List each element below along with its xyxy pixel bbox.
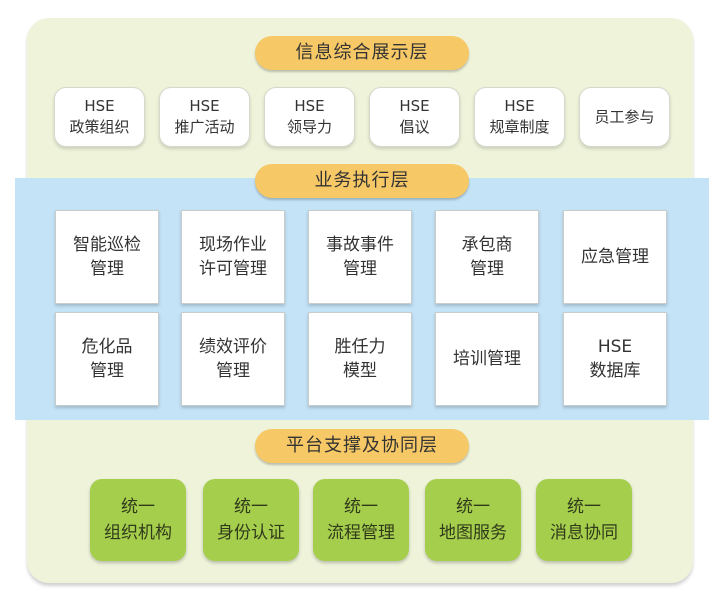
- info-box-line1: HSE: [399, 97, 430, 115]
- platform-box-line2: 流程管理: [327, 523, 395, 543]
- platform-box-line1: 统一: [344, 497, 378, 517]
- biz-box-line1: 绩效评价: [199, 337, 267, 357]
- platform-box-line2: 地图服务: [439, 523, 507, 543]
- info-box-line2: 政策组织: [69, 118, 130, 136]
- biz-box-line2: 数据库: [589, 361, 641, 381]
- info-box-employee-participation: 员工参与: [579, 87, 670, 147]
- biz-box-line1: HSE: [597, 337, 633, 357]
- info-box-line2: 规章制度: [489, 118, 550, 136]
- biz-box-line1: 智能巡检: [73, 235, 141, 255]
- biz-box-contractor: 承包商 管理: [435, 210, 539, 304]
- biz-box-line2: 管理: [216, 361, 250, 381]
- biz-box-line1: 培训管理: [453, 349, 521, 369]
- info-box-line2: 领导力: [286, 118, 332, 136]
- info-box-line2: 推广活动: [174, 118, 235, 136]
- info-box-line1: HSE: [294, 97, 325, 115]
- info-box-promotion: HSE 推广活动: [159, 87, 250, 147]
- platform-box-messaging: 统一 消息协同: [536, 479, 632, 561]
- biz-box-line1: 危化品: [81, 337, 133, 357]
- platform-box-line2: 消息协同: [550, 523, 618, 543]
- info-box-regulations: HSE 规章制度: [474, 87, 565, 147]
- platform-box-line1: 统一: [121, 497, 155, 517]
- biz-box-line2: 管理: [470, 259, 504, 279]
- platform-box-line1: 统一: [234, 497, 268, 517]
- biz-box-line1: 现场作业: [199, 235, 267, 255]
- biz-box-line1: 事故事件: [326, 235, 394, 255]
- biz-box-line2: 管理: [90, 259, 124, 279]
- platform-box-line2: 组织机构: [104, 523, 172, 543]
- platform-box-line1: 统一: [567, 497, 601, 517]
- biz-box-competency: 胜任力 模型: [308, 312, 412, 406]
- biz-box-line2: 模型: [343, 361, 377, 381]
- biz-box-emergency: 应急管理: [563, 210, 667, 304]
- biz-box-incident: 事故事件 管理: [308, 210, 412, 304]
- biz-box-hse-database: HSE 数据库: [563, 312, 667, 406]
- info-layer-title: 信息综合展示层: [255, 36, 469, 70]
- biz-box-performance: 绩效评价 管理: [181, 312, 285, 406]
- biz-box-work-permit: 现场作业 许可管理: [181, 210, 285, 304]
- info-box-line2: 倡议: [399, 118, 430, 136]
- biz-box-line2: 许可管理: [199, 259, 267, 279]
- info-box-line1: HSE: [189, 97, 220, 115]
- biz-box-line1: 应急管理: [581, 247, 649, 267]
- info-box-line1: HSE: [84, 97, 115, 115]
- platform-box-organization: 统一 组织机构: [90, 479, 186, 561]
- info-box-policy: HSE 政策组织: [54, 87, 145, 147]
- platform-box-workflow: 统一 流程管理: [313, 479, 409, 561]
- biz-box-training: 培训管理: [435, 312, 539, 406]
- platform-box-line2: 身份认证: [217, 523, 285, 543]
- biz-box-line2: 管理: [90, 361, 124, 381]
- biz-box-line2: 管理: [343, 259, 377, 279]
- biz-box-inspection: 智能巡检 管理: [55, 210, 159, 304]
- info-box-leadership: HSE 领导力: [264, 87, 355, 147]
- platform-box-map: 统一 地图服务: [425, 479, 521, 561]
- biz-box-hazardous-chemicals: 危化品 管理: [55, 312, 159, 406]
- business-layer-title: 业务执行层: [255, 164, 469, 198]
- platform-layer-title: 平台支撑及协同层: [255, 429, 469, 463]
- biz-box-line1: 胜任力: [334, 337, 386, 357]
- platform-box-identity: 统一 身份认证: [203, 479, 299, 561]
- info-box-initiative: HSE 倡议: [369, 87, 460, 147]
- info-box-line1: 员工参与: [594, 107, 655, 126]
- biz-box-line1: 承包商: [461, 235, 513, 255]
- platform-box-line1: 统一: [456, 497, 490, 517]
- info-box-line1: HSE: [504, 97, 535, 115]
